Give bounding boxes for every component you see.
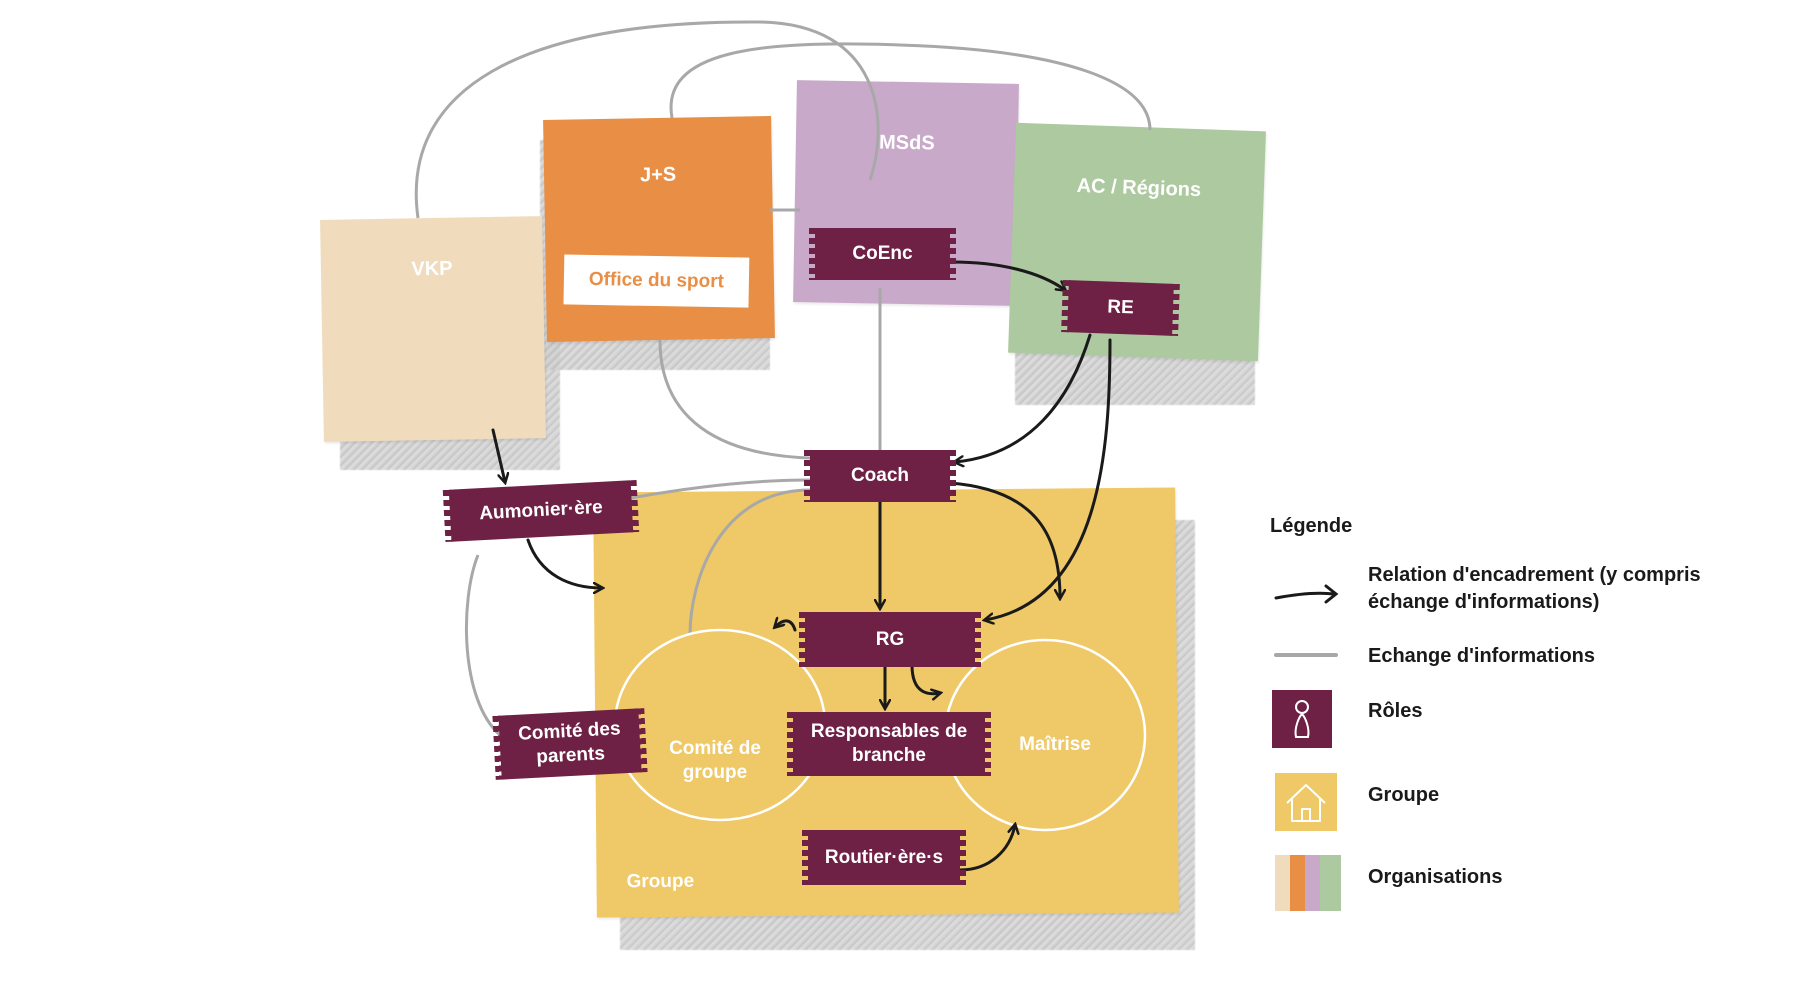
arrow-vkp-aumonier bbox=[491, 428, 505, 482]
role-responsables: Responsables de branche bbox=[787, 712, 991, 776]
legend-organisations-text: Organisations bbox=[1368, 866, 1503, 888]
info-link-coach-comite bbox=[688, 488, 811, 636]
legend-encadrement-text: Relation d'encadrement (y compris échang… bbox=[1368, 564, 1701, 613]
swatch-ac bbox=[1320, 855, 1341, 911]
info-link-js-coach bbox=[658, 339, 811, 460]
arrow-rg-comite bbox=[775, 621, 797, 632]
arrow-coenc-re bbox=[950, 260, 1065, 290]
arrow-re-rg bbox=[985, 338, 1112, 620]
legend-groupe-text: Groupe bbox=[1368, 784, 1440, 806]
legend-grey-line-icon bbox=[1274, 653, 1338, 657]
info-link-vkp-ac bbox=[414, 20, 880, 219]
legend-roles-text: Rôles bbox=[1368, 700, 1423, 722]
label-maitrise: Maîtrise bbox=[1019, 734, 1091, 755]
role-re: RE bbox=[1067, 280, 1174, 336]
house-icon bbox=[1286, 784, 1326, 822]
arrow-re-coach bbox=[955, 333, 1092, 462]
legend-arrow-icon bbox=[1274, 584, 1339, 604]
legend-organisations-icon bbox=[1275, 855, 1341, 911]
info-link-aumonier-coach bbox=[619, 478, 811, 502]
legend-title: Légende bbox=[1270, 515, 1353, 537]
label-comite-groupe: Comité de groupe bbox=[669, 738, 761, 783]
info-link-js-ac bbox=[669, 42, 1152, 131]
role-aumonier: Aumonier·ère bbox=[448, 480, 634, 542]
arrow-aumonier-groupe bbox=[526, 538, 602, 588]
swatch-vkp bbox=[1275, 855, 1290, 911]
role-coenc: CoEnc bbox=[809, 228, 956, 280]
role-coach: Coach bbox=[804, 450, 956, 502]
arrow-routier-maitrise bbox=[958, 825, 1015, 872]
legend-groupe-icon bbox=[1275, 773, 1337, 831]
info-link-aumonier-parents bbox=[464, 554, 501, 737]
swatch-js bbox=[1290, 855, 1305, 911]
role-rg: RG bbox=[799, 612, 981, 667]
legend-role-icon bbox=[1272, 690, 1332, 748]
arrow-coach-maitrise bbox=[948, 481, 1060, 598]
role-routier: Routier·ère·s bbox=[802, 830, 966, 885]
arrow-rg-maitrise bbox=[910, 663, 940, 694]
swatch-msds bbox=[1305, 855, 1320, 911]
legend-echange-text: Echange d'informations bbox=[1368, 645, 1596, 667]
role-comite-parents: Comité des parents bbox=[498, 708, 642, 780]
person-icon bbox=[1294, 700, 1310, 738]
